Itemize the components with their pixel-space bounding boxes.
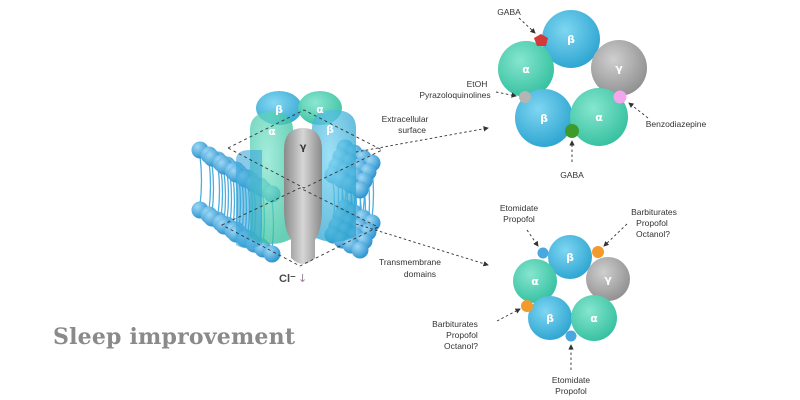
gaba-site-bottom-marker [565,124,579,138]
barbiturates-left-line3: Octanol? [444,341,478,351]
top-subunit-ring: β α γ β α [498,10,647,147]
top-ring-beta-1 [542,10,600,68]
bottom-ring-beta-2 [528,296,572,340]
etoh-label-line1: EtOH [467,79,488,89]
bottom-ring-alpha-1-label: α [531,275,539,288]
bottom-ring-beta-2-label: β [546,312,554,325]
top-ring-gamma-label: γ [615,62,623,75]
receptor-beta-column [312,110,356,242]
etomidate-site-top-marker [537,247,549,259]
etomidate-top-line1: Etomidate [500,203,539,213]
receptor-alpha-label-2: α [268,125,276,138]
gaba-top-label: GABA [497,7,521,17]
lipid-head-bottom [263,245,281,263]
benzodiazepine-site-marker [613,90,627,104]
receptor-gamma-core [284,128,322,264]
barbiturates-right-line1: Barbiturates [631,207,677,217]
barbiturate-site-left-marker [521,300,533,312]
etomidate-top-line2: Propofol [503,214,535,224]
lipid-head-bottom [351,241,369,259]
barbiturates-left-line1: Barbiturates [432,319,478,329]
bottom-ring-gamma [586,257,630,301]
receptor-alpha-label-1: α [316,103,324,116]
receptor-beta-label-2: β [326,123,334,136]
bottom-ring-beta-1 [548,235,592,279]
benzodiazepine-label: Benzodiazepine [646,119,707,129]
barbiturate-site-right-marker [592,246,604,258]
extracellular-arrow [355,126,489,153]
bottom-ring-alpha-1 [513,259,557,303]
bottom-ring-beta-1-label: β [566,251,574,264]
page-title: Sleep improvement [53,324,296,350]
etoh-site-marker [519,91,531,103]
extracellular-label-line2: surface [398,125,426,135]
top-ring-beta-2-label: β [540,112,548,125]
transmembrane-plane [220,187,380,267]
bottom-ring-alpha-2 [571,295,617,341]
etomidate-bottom-line1: Etomidate [552,375,591,385]
receptor-beta-label-1: β [275,103,283,116]
gaba-site-top-marker [534,34,548,46]
top-ring-alpha-1-label: α [522,63,530,76]
barbiturates-left-line2: Propofol [446,330,478,340]
top-ring-beta-2 [515,89,573,147]
top-ring-alpha-2-label: α [595,111,603,124]
gaba-bottom-label: GABA [560,170,584,180]
top-ring-alpha-2 [570,88,628,146]
barbiturates-right-line2: Propofol [636,218,668,228]
receptor-gamma-label: γ [300,142,307,153]
top-ring-gamma [591,40,647,96]
top-ring-alpha-1 [498,41,554,97]
extracellular-label-line1: Extracellular [382,114,429,124]
etomidate-site-bottom-marker [565,330,577,342]
bottom-subunit-ring: β γ α β α [513,235,630,342]
barbiturates-right-line3: Octanol? [636,229,670,239]
transmembrane-label-line2: domains [404,269,436,279]
etoh-label-line2: Pyrazoloquinolines [419,90,490,100]
extracellular-plane [227,109,384,189]
chloride-flow-arrow: ↓ [298,272,307,285]
chloride-ion-label: Cl⁻ [279,273,296,285]
transmembrane-label-line1: Transmembrane [379,257,441,267]
receptor-3d: β α α β γ Cl⁻ ↓ [220,91,384,285]
bottom-ring-gamma-label: γ [604,273,612,286]
transmembrane-arrow [355,223,489,267]
etomidate-bottom-line2: Propofol [555,386,587,396]
top-ring-beta-1-label: β [567,33,575,46]
bottom-ring-alpha-2-label: α [590,312,598,325]
